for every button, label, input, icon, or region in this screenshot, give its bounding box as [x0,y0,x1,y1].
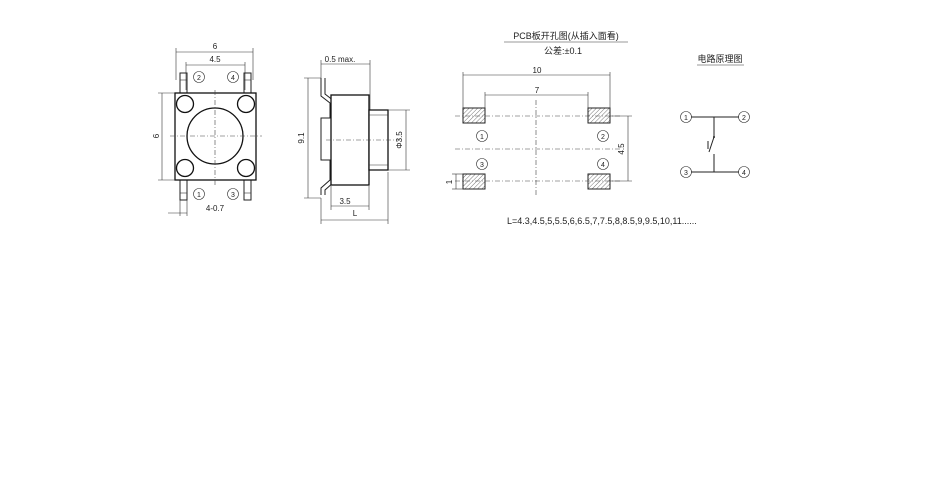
pcb-pin-3: 3 [480,162,484,169]
top-view-dim-pin-pitch: 4-0.7 [206,204,225,213]
pcb-layout-title: PCB板开孔图(从插入面看) [513,30,619,41]
pcb-pad [462,173,486,190]
pcb-dim-vertical: 4.5 [617,143,626,155]
top-view-pin-2: 2 [197,75,201,82]
top-view-pin-3: 3 [231,192,235,199]
pcb-layout: PCB板开孔图(从插入面看) 公差:±0.1 10 7 4.5 1 [445,30,632,195]
top-view-pin-1: 1 [197,192,201,199]
side-view-dim-top: 0.5 max. [325,55,356,64]
pcb-pad [462,107,486,124]
pcb-tolerance: 公差:±0.1 [544,45,582,56]
schematic: 电路原理图 1 2 3 4 [680,53,750,178]
pcb-pin-4: 4 [601,162,605,169]
side-view-dim-length: L [353,209,358,218]
top-view-dim-width-inner: 4.5 [209,55,221,64]
top-view-pin-4: 4 [231,75,235,82]
pcb-dim-outer: 10 [533,66,542,75]
schematic-title: 电路原理图 [697,53,742,64]
schematic-pin-3: 3 [684,170,688,177]
pcb-dim-inner: 7 [535,86,540,95]
top-view: 6 4.5 6 2 4 [152,42,262,216]
schematic-pin-2: 2 [742,115,746,122]
pcb-pin-2: 2 [601,134,605,141]
top-view-dim-height: 6 [152,133,161,138]
pcb-dim-pad: 1 [445,179,454,184]
pcb-pin-1: 1 [480,134,484,141]
side-view: 0.5 max. 9.1 Φ3.5 3.5 L [297,55,410,224]
side-view-dim-diameter: Φ3.5 [395,131,404,149]
l-values: L=4.3,4.5,5,5.5,6,6.5,7,7.5,8,8.5,9,9.5,… [507,216,697,226]
pcb-pad [587,107,611,124]
pcb-pad [587,173,611,190]
top-view-dim-width-outer: 6 [213,42,218,51]
side-view-dim-body: 3.5 [339,197,351,206]
schematic-pin-1: 1 [684,115,688,122]
side-view-dim-height: 9.1 [297,132,306,144]
schematic-pin-4: 4 [742,170,746,177]
